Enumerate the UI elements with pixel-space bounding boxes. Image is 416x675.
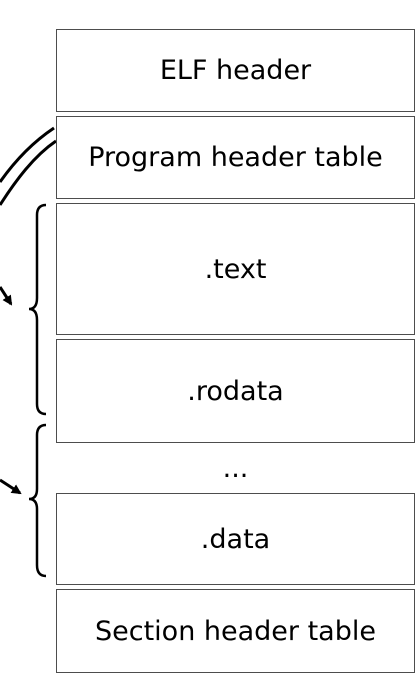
segment-arrow-lower bbox=[0, 478, 22, 495]
text-section-label: .text bbox=[204, 253, 267, 285]
elf-header-block: ELF header bbox=[56, 29, 415, 112]
data-section-block: .data bbox=[56, 493, 415, 585]
rodata-section-block: .rodata bbox=[56, 339, 415, 443]
more-sections-ellipsis: ... bbox=[56, 450, 415, 486]
segment-arrow-upper bbox=[0, 286, 13, 306]
text-section-block: .text bbox=[56, 203, 415, 335]
elf-header-label: ELF header bbox=[159, 55, 312, 86]
program-header-link-inner bbox=[0, 139, 57, 206]
segment-brace-upper bbox=[28, 203, 47, 416]
program-header-table-block: Program header table bbox=[56, 116, 415, 199]
rodata-section-label: .rodata bbox=[187, 375, 284, 407]
ellipsis-label: ... bbox=[222, 452, 249, 484]
section-header-table-label: Section header table bbox=[95, 615, 376, 647]
program-header-link-outer bbox=[0, 126, 55, 183]
section-header-table-block: Section header table bbox=[56, 589, 415, 673]
segment-brace-lower bbox=[28, 423, 47, 578]
program-header-table-label: Program header table bbox=[88, 142, 383, 173]
data-section-label: .data bbox=[200, 523, 271, 555]
